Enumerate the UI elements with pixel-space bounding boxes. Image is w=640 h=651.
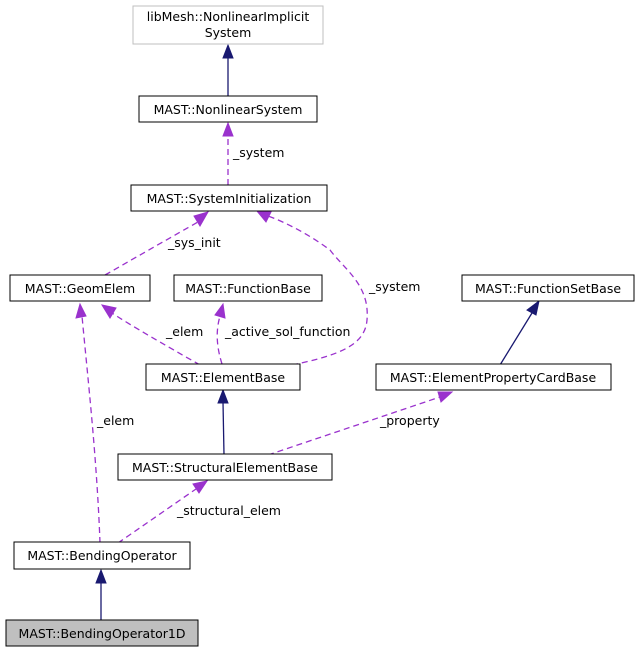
edge-label-property: _property <box>379 413 440 428</box>
node-label: MAST::StructuralElementBase <box>132 460 318 475</box>
edge-system-init-to-nonlinear-system <box>222 121 234 185</box>
arrowhead-use <box>437 391 454 403</box>
node-function-base[interactable]: MAST::FunctionBase <box>173 274 323 302</box>
node-element-base[interactable]: MAST::ElementBase <box>145 363 301 391</box>
arrowhead-use <box>214 302 226 319</box>
node-label-line1: libMesh::NonlinearImplicit <box>147 9 310 24</box>
edge-label-system-right: _system <box>368 279 420 294</box>
node-label: MAST::BendingOperator1D <box>19 626 186 641</box>
edge-nonlinear-system-to-libmesh <box>222 43 234 97</box>
arrowhead-inherit <box>222 43 234 59</box>
arrowhead-inherit <box>95 568 107 584</box>
node-label: MAST::GeomElem <box>25 281 135 296</box>
arrowhead-inherit <box>526 299 540 316</box>
arrowhead-use <box>100 304 117 319</box>
arrowhead-use <box>75 302 87 319</box>
node-libmesh-nonlinear-implicit-system[interactable]: libMesh::NonlinearImplicit System <box>132 5 324 45</box>
node-system-initialization[interactable]: MAST::SystemInitialization <box>130 184 328 212</box>
edge-bending-1d-to-bending <box>95 568 107 620</box>
node-label: MAST::FunctionBase <box>185 281 311 296</box>
edge-geom-elem-to-system-init <box>104 211 210 276</box>
node-element-property-card-base[interactable]: MAST::ElementPropertyCardBase <box>375 363 612 391</box>
node-label: MAST::NonlinearSystem <box>154 102 303 117</box>
node-label: MAST::FunctionSetBase <box>475 281 621 296</box>
arrowhead-use <box>255 210 272 223</box>
node-nonlinear-system[interactable]: MAST::NonlinearSystem <box>138 95 318 123</box>
arrowhead-use <box>192 480 209 494</box>
edge-structural-to-element-base <box>217 388 229 456</box>
edge-label-elem-middle: _elem <box>165 324 203 339</box>
edge-element-base-to-geom-elem <box>100 304 201 366</box>
arrowhead-use <box>222 121 234 137</box>
edge-label-structural-elem: _structural_elem <box>176 503 281 518</box>
node-bending-operator[interactable]: MAST::BendingOperator <box>13 541 191 570</box>
edge-label-sys-init: _sys_init <box>167 235 221 250</box>
edge-label-elem-left: _elem <box>96 413 134 428</box>
node-label: MAST::ElementBase <box>161 370 285 385</box>
node-bending-operator-1d[interactable]: MAST::BendingOperator1D <box>5 619 199 647</box>
edge-bending-to-geom-elem <box>75 302 101 544</box>
node-structural-element-base[interactable]: MAST::StructuralElementBase <box>117 453 333 481</box>
edge-bending-to-structural <box>117 480 209 544</box>
edge-structural-to-property-card <box>267 391 454 456</box>
node-geom-elem[interactable]: MAST::GeomElem <box>9 274 151 302</box>
edge-label-system-top: _system <box>232 145 284 160</box>
node-label: MAST::SystemInitialization <box>147 191 312 206</box>
node-label: MAST::ElementPropertyCardBase <box>390 370 597 385</box>
arrowhead-use <box>193 211 210 227</box>
node-label-line2: System <box>205 25 252 40</box>
node-label: MAST::BendingOperator <box>27 548 177 563</box>
node-function-set-base[interactable]: MAST::FunctionSetBase <box>461 274 635 302</box>
arrowhead-inherit <box>217 388 229 404</box>
edge-property-card-to-function-set <box>499 299 540 366</box>
edge-element-base-to-function-base <box>214 302 226 365</box>
edge-label-active-sol-function: _active_sol_function <box>224 324 350 339</box>
